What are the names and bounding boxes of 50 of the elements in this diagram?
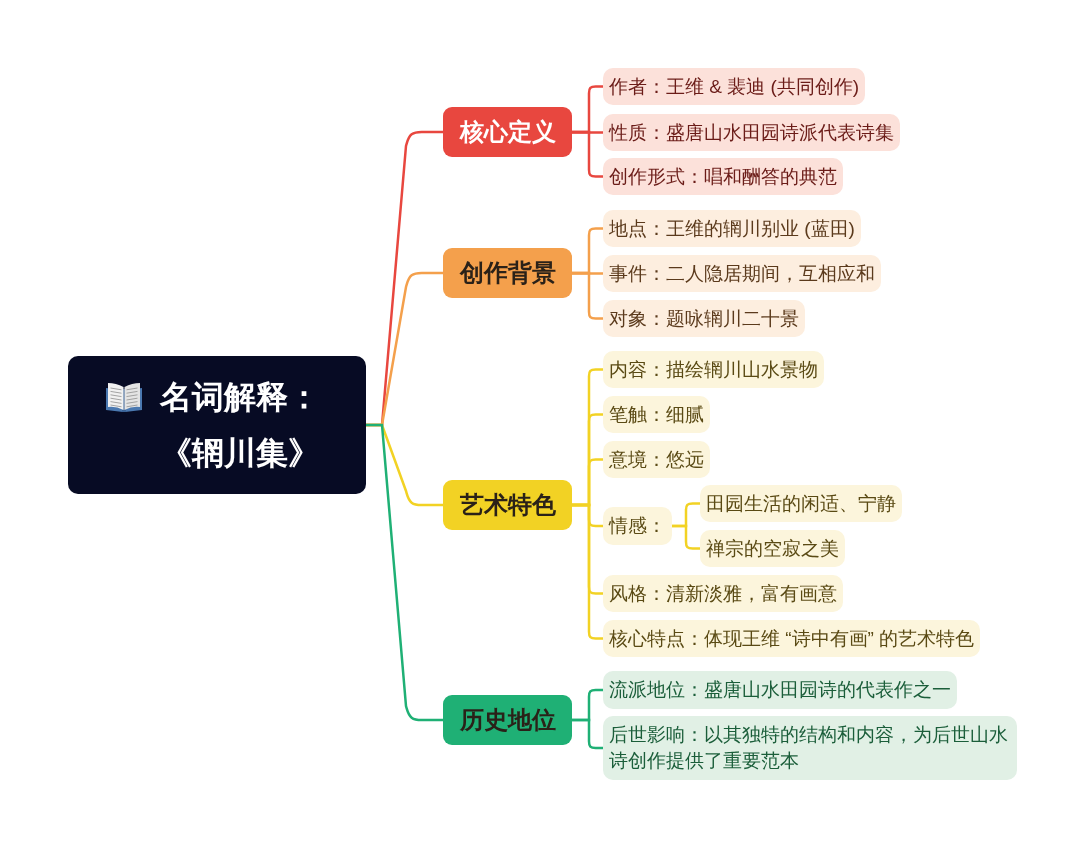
subtopic-text: 地点：王维的辋川别业 (蓝田) xyxy=(609,218,855,239)
subtopic-pill xyxy=(603,351,824,388)
subtopic-pill xyxy=(700,485,902,522)
subtopic-pill xyxy=(603,158,843,195)
central-topic-title: 名词解释：《辋川集》 xyxy=(158,378,321,473)
subtopic-pill xyxy=(603,114,900,151)
subtopic-text: 内容：描绘辋川山水景物 xyxy=(609,359,818,380)
subtopic-text: 意境：悠远 xyxy=(609,449,704,470)
subtopic-text: 田园生活的闲适、宁静 xyxy=(706,493,896,514)
subtopic-text: 禅宗的空寂之美 xyxy=(706,538,839,559)
connector-line xyxy=(670,524,702,550)
subtopic-text: 笔触：细腻 xyxy=(609,404,704,425)
subtopic-pill xyxy=(603,671,957,709)
subtopic-pill xyxy=(603,575,843,612)
subtopic-text: 作者：王维 & 裴迪 (共同创作) xyxy=(609,76,860,97)
subtopic-pill xyxy=(603,507,672,545)
subtopic-pill xyxy=(603,210,861,247)
subtopic-text: 后世影响：以其独特的结构和内容，为后世山水诗创作提供了重要范本 xyxy=(609,724,1008,771)
subtopic-pill xyxy=(603,300,805,337)
subtopic-text: 风格：清新淡雅，富有画意 xyxy=(609,583,837,604)
subtopic-text: 事件：二人隐居期间，互相应和 xyxy=(609,263,875,284)
subtopic-text: 核心特点：体现王维 “诗中有画” 的艺术特色 xyxy=(609,628,975,649)
branch-topic-label: 创作背景 xyxy=(459,258,556,288)
connector-line xyxy=(570,272,605,275)
subtopic-pill xyxy=(603,255,881,292)
subtopic-pill xyxy=(603,716,1017,780)
connector-line xyxy=(364,423,445,722)
subtopic-text: 创作形式：唱和酬答的典范 xyxy=(609,166,837,187)
subtopic-pill xyxy=(700,530,845,567)
connector-line xyxy=(570,131,605,134)
branch-topic-label: 核心定义 xyxy=(459,117,556,147)
branch-topic-label: 艺术特色 xyxy=(459,490,556,520)
subtopic-pill xyxy=(603,396,710,433)
central-topic-box xyxy=(68,356,366,494)
branch-topic-box xyxy=(443,695,572,745)
connector-line xyxy=(570,130,605,178)
subtopic-text: 流派地位：盛唐山水田园诗的代表作之一 xyxy=(609,679,951,700)
subtopic-pill xyxy=(603,620,981,657)
branch-topic-box xyxy=(443,107,572,157)
branch-topic-box xyxy=(443,248,572,298)
subtopic-pill xyxy=(603,68,866,105)
subtopic-text: 性质：盛唐山水田园诗派代表诗集 xyxy=(609,122,894,143)
subtopic-pill xyxy=(603,441,710,478)
connector-line xyxy=(570,503,605,640)
subtopic-text: 情感： xyxy=(609,515,666,536)
branch-topic-box xyxy=(443,480,572,530)
connector-line xyxy=(570,271,605,320)
branch-topic-label: 历史地位 xyxy=(459,705,556,735)
subtopic-text: 对象：题咏辋川二十景 xyxy=(609,308,799,329)
connector-line xyxy=(570,718,605,750)
